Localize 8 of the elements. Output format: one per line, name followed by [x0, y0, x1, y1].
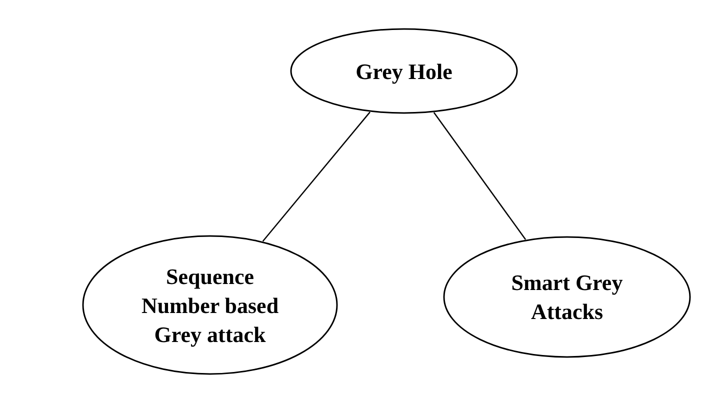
node-label: Grey Hole [356, 58, 452, 86]
connector-line [262, 112, 370, 242]
connector-line [433, 112, 526, 240]
node-label: Sequence Number based Grey attack [140, 262, 280, 348]
node-label: Smart Grey Attacks [510, 269, 624, 326]
ellipse-node [82, 235, 338, 375]
ellipse-node [290, 28, 518, 114]
ellipse-node [443, 236, 691, 358]
